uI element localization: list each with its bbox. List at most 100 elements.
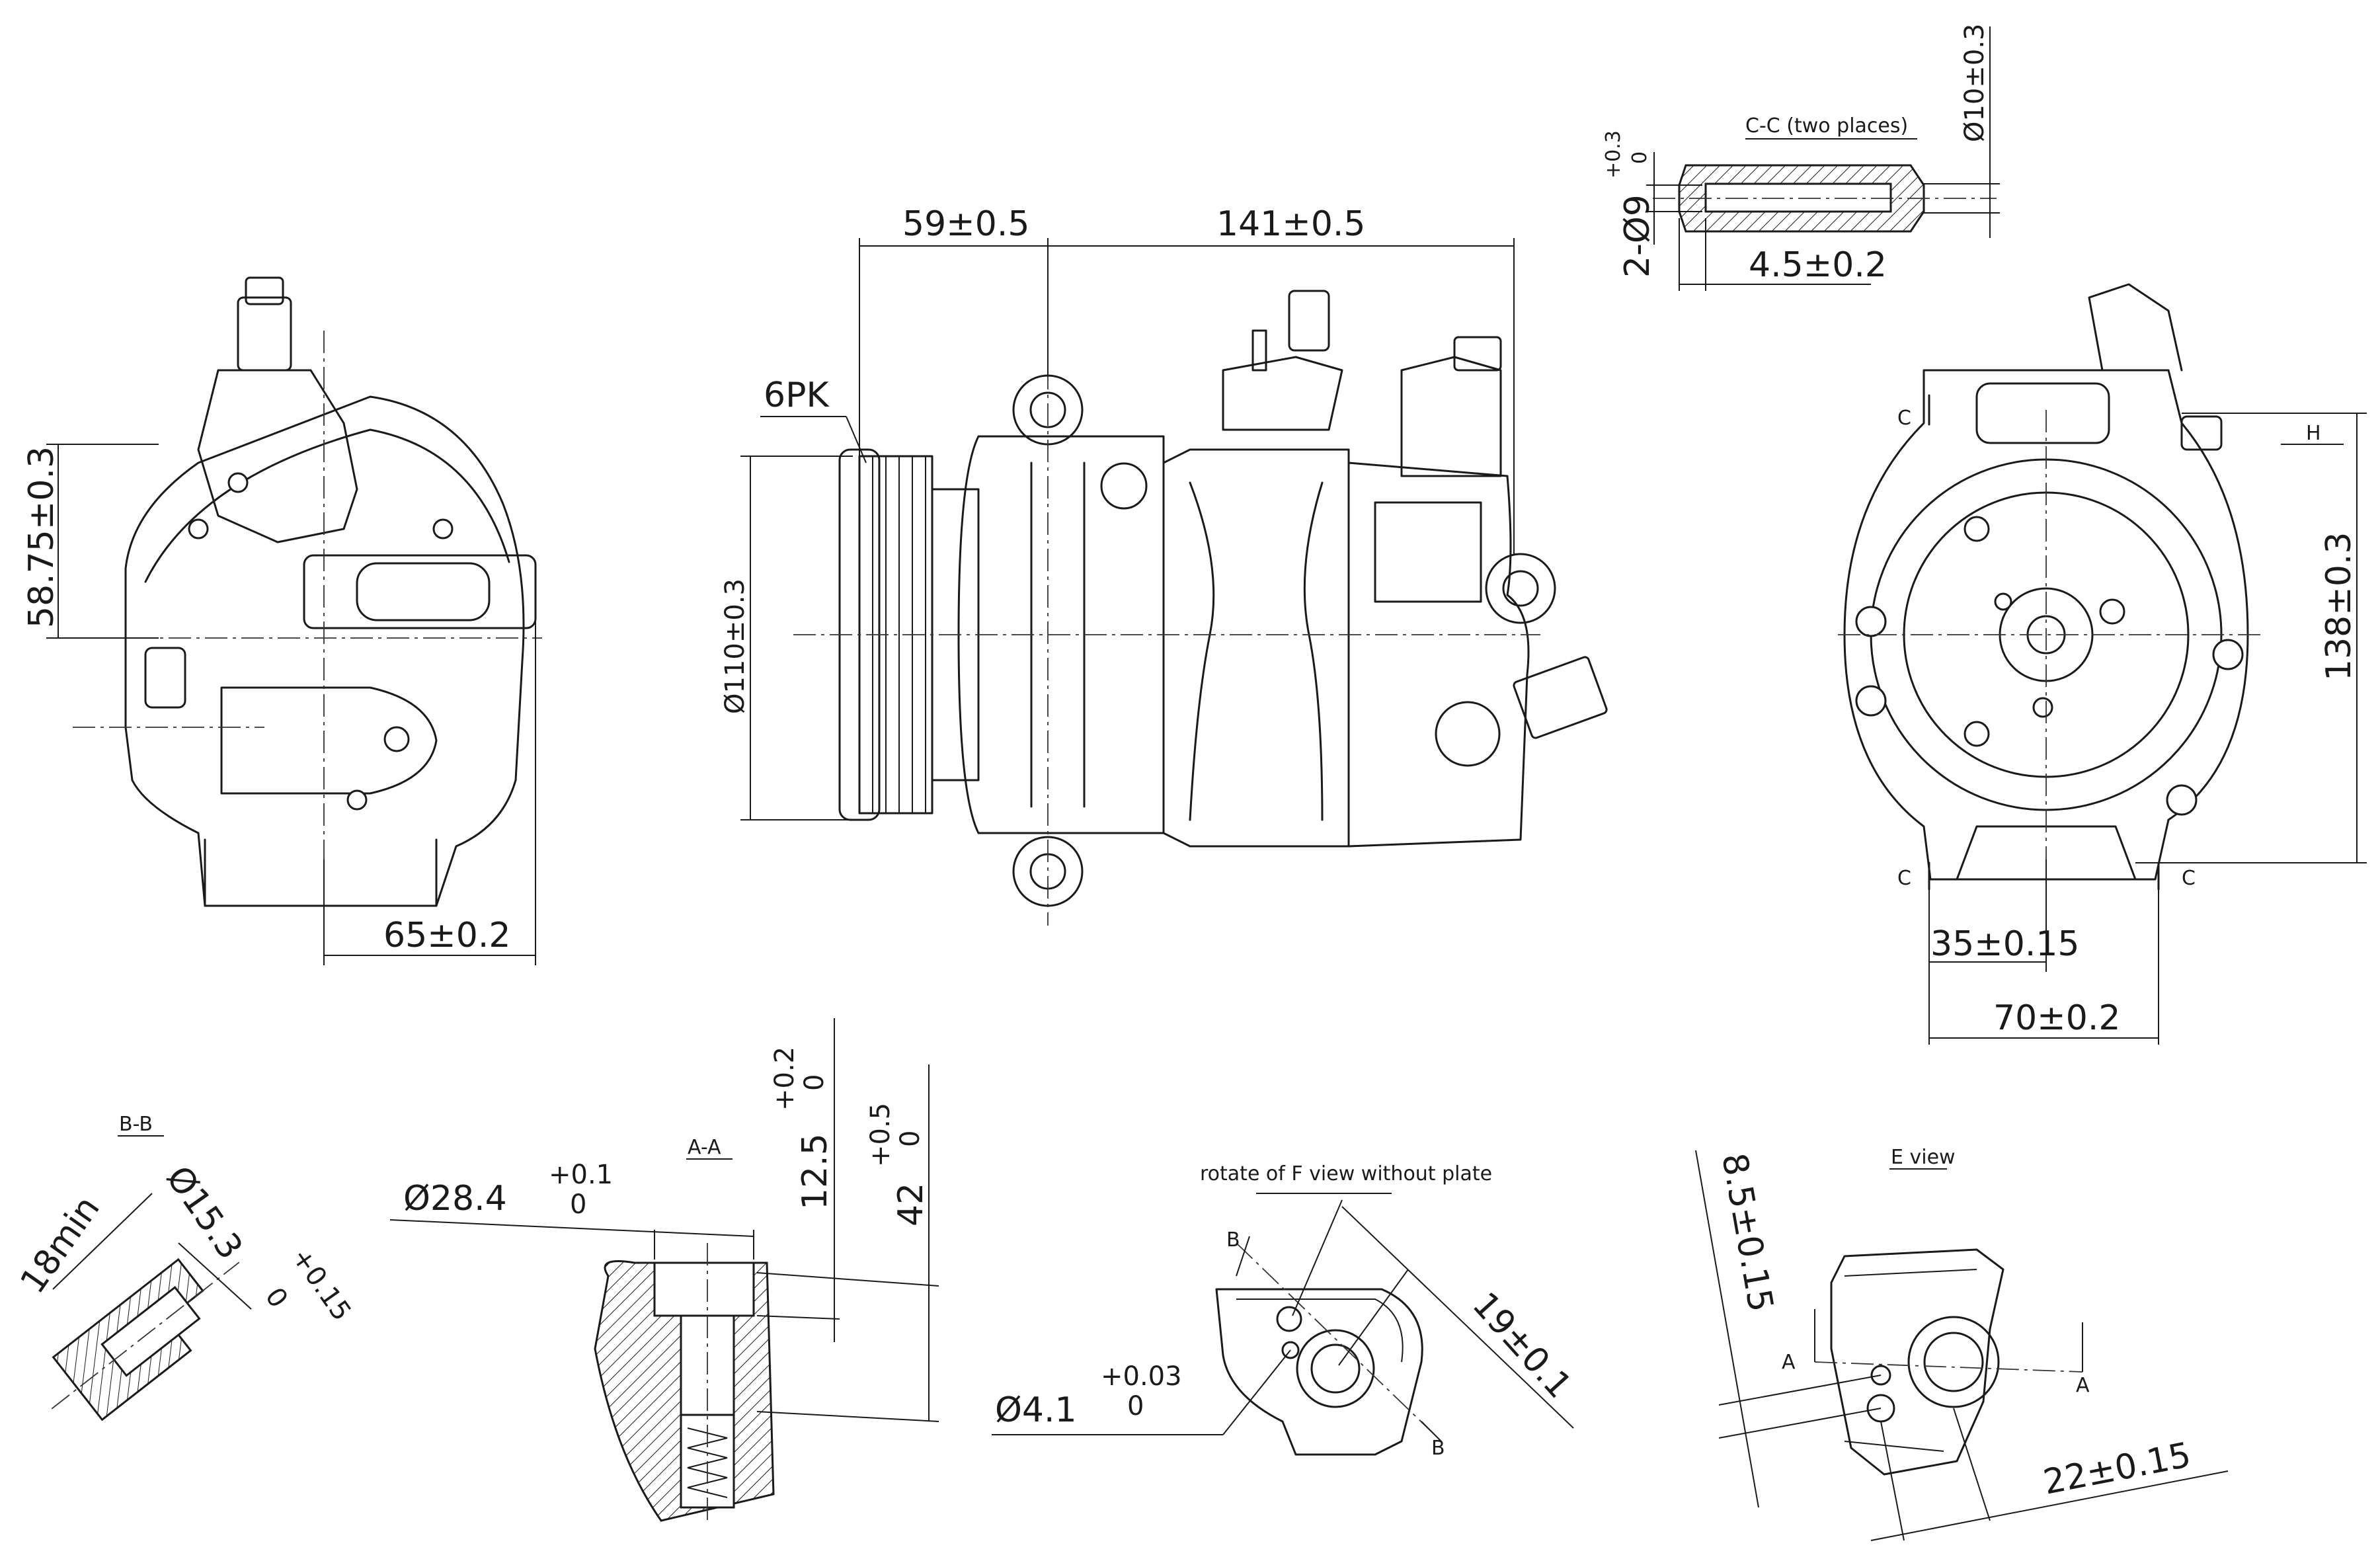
side-belt-leader — [846, 416, 867, 463]
section-cc-dim-4-5-label: 4.5±0.2 — [1749, 245, 1887, 285]
e-view-section-line — [1814, 1361, 2083, 1373]
front-connector-tip — [245, 276, 284, 305]
e-view-dim-8-5-line — [1695, 1150, 1759, 1508]
front-view: 58.75±0.3 65±0.2 — [22, 276, 542, 965]
e-view-label-a-right: A — [2076, 1374, 2090, 1397]
e-view-dim-22-ext-1 — [1880, 1421, 1905, 1541]
front-inner-arc — [144, 428, 510, 583]
front-mount-boss-upper — [303, 554, 537, 629]
section-cc-dim-10-label: Ø10±0.3 — [1960, 23, 1990, 142]
section-bb-shape — [51, 1258, 240, 1421]
front-bottom-foot — [204, 838, 438, 907]
side-lug-rear-hole — [1502, 570, 1539, 607]
side-bolt-head — [1100, 462, 1148, 510]
e-view-label-a-left: A — [1782, 1351, 1796, 1374]
section-cc: C-C (two places) 2-Ø9 +0.3 0 Ø10±0.3 4.5… — [1602, 23, 2000, 291]
rear-bolt-5 — [1994, 592, 2012, 611]
section-bb-dim-18min: 18min — [13, 1189, 107, 1301]
side-belt-label: 6PK — [764, 376, 830, 415]
section-aa-dim-42-tol-upper: +0.5 — [865, 1103, 896, 1167]
rear-dim-138-label: 138±0.3 — [2319, 532, 2359, 681]
rotate-view-b-arrow-top — [1236, 1236, 1250, 1277]
rotate-view-body — [1215, 1288, 1423, 1456]
e-view-bore-outer — [1907, 1316, 2000, 1408]
front-bolt-1 — [227, 472, 249, 493]
rotate-view-dim-4-1-leader — [1222, 1349, 1291, 1435]
section-aa-dim-28-4-line — [389, 1219, 754, 1237]
side-valve-upper — [1222, 356, 1343, 431]
rear-lug-2 — [1855, 685, 1887, 717]
section-aa-title: A-A — [688, 1136, 721, 1159]
side-view: 59±0.5 141±0.5 6PK Ø110±0.3 — [720, 204, 1608, 926]
rear-lug-3 — [2212, 639, 2244, 670]
section-aa-dim-12-5-tol-lower: 0 — [799, 1074, 830, 1091]
rotate-view-dim-4-1-tol-upper: +0.03 — [1101, 1361, 1182, 1392]
rotate-f-view: rotate of F view without plate B B Ø4.1 … — [992, 1162, 1579, 1460]
rotate-view-dim-4-1: Ø4.1 — [995, 1390, 1077, 1430]
side-front-housing — [957, 435, 1165, 834]
rotate-view-dim-4-1-tol-lower: 0 — [1127, 1391, 1144, 1421]
side-valve-upper-cap — [1288, 290, 1330, 352]
side-dim-110-label: Ø110±0.3 — [720, 579, 750, 714]
front-mount-hole — [383, 726, 410, 752]
rotate-view-dim-19: 19±0.1 — [1464, 1285, 1579, 1406]
rear-valve — [2180, 415, 2223, 451]
rotate-view-bore-inner — [1310, 1343, 1361, 1394]
rear-c-mark-top: C — [1897, 407, 1911, 430]
section-aa-dim-28-4: Ø28.4 — [403, 1179, 507, 1219]
rotate-view-dim-19-line — [1341, 1206, 1574, 1429]
section-aa: A-A Ø28.4 +0.1 0 12.5 +0.2 0 42 +0.5 0 — [389, 1018, 939, 1522]
section-cc-dim-9-tol-upper: +0.3 — [1602, 130, 1625, 179]
section-aa-ext-top — [756, 1272, 939, 1287]
rear-h-label: H — [2306, 422, 2321, 445]
section-bb-dim-15-3: Ø15.3 — [158, 1159, 250, 1267]
rear-housing-outline — [1843, 369, 2249, 881]
rotate-view-bore-outer — [1296, 1329, 1375, 1408]
e-view-title: E view — [1891, 1146, 1956, 1169]
rear-dim-35-label: 35±0.15 — [1930, 924, 2080, 964]
side-valve-rear-cap — [1453, 336, 1502, 372]
e-view-dim-22-line — [1870, 1470, 2229, 1541]
front-mount-slot-upper — [356, 562, 491, 621]
rear-lug-1 — [1855, 606, 1887, 637]
rear-connector — [2088, 283, 2183, 372]
side-dim-59-label: 59±0.5 — [902, 204, 1029, 244]
front-connector-plug — [237, 296, 292, 372]
rear-lug-4 — [2166, 784, 2198, 816]
rotate-view-section-line — [1236, 1242, 1435, 1435]
section-aa-dim-12-5-tol-upper: +0.2 — [770, 1047, 800, 1111]
e-view-body — [1830, 1248, 2004, 1476]
side-valve-rear — [1400, 356, 1502, 477]
section-aa-dim-28-4-tol-lower: 0 — [570, 1189, 586, 1220]
e-view-bore-inner — [1923, 1332, 1984, 1392]
e-view-dim-8-5: 8.5±0.15 — [1714, 1150, 1780, 1315]
front-bolt-4 — [346, 789, 368, 811]
side-lug-top-hole — [1029, 391, 1066, 428]
rotate-view-b-arrow-bottom — [1421, 1421, 1442, 1442]
section-bb-dim-15-3-tol-upper: +0.15 — [286, 1242, 357, 1326]
side-dim-141-label: 141±0.5 — [1216, 204, 1366, 244]
section-aa-ext-mid — [756, 1315, 840, 1320]
section-aa-dim-42: 42 — [891, 1183, 931, 1226]
e-view-inner — [1844, 1269, 1977, 1452]
section-aa-dim-42-tol-lower: 0 — [895, 1131, 926, 1147]
section-bb-title: B-B — [119, 1113, 153, 1136]
rear-top-boss — [1975, 382, 2110, 444]
rear-bolt-3 — [1964, 721, 1990, 747]
side-rear-block — [1374, 501, 1482, 603]
front-bolt-2 — [188, 518, 209, 540]
section-cc-dim-9-label: 2-Ø9 — [1618, 194, 1657, 278]
rotate-view-hole-upper — [1276, 1306, 1302, 1332]
rotate-view-dim-19-ext-2 — [1338, 1269, 1409, 1366]
rotate-view-label-b-bottom: B — [1431, 1437, 1445, 1460]
front-dim-65-label: 65±0.2 — [383, 916, 510, 955]
side-valve-stem — [1251, 329, 1267, 372]
section-aa-dim-12-5: 12.5 — [795, 1133, 835, 1210]
front-valve-plug — [144, 647, 186, 709]
front-connector-body — [197, 369, 358, 543]
section-aa-bore — [653, 1261, 755, 1317]
rear-bolt-2 — [2099, 598, 2125, 625]
e-view-dim-8-5-ext-1 — [1718, 1375, 1882, 1406]
section-bb-leader-2 — [178, 1242, 252, 1310]
